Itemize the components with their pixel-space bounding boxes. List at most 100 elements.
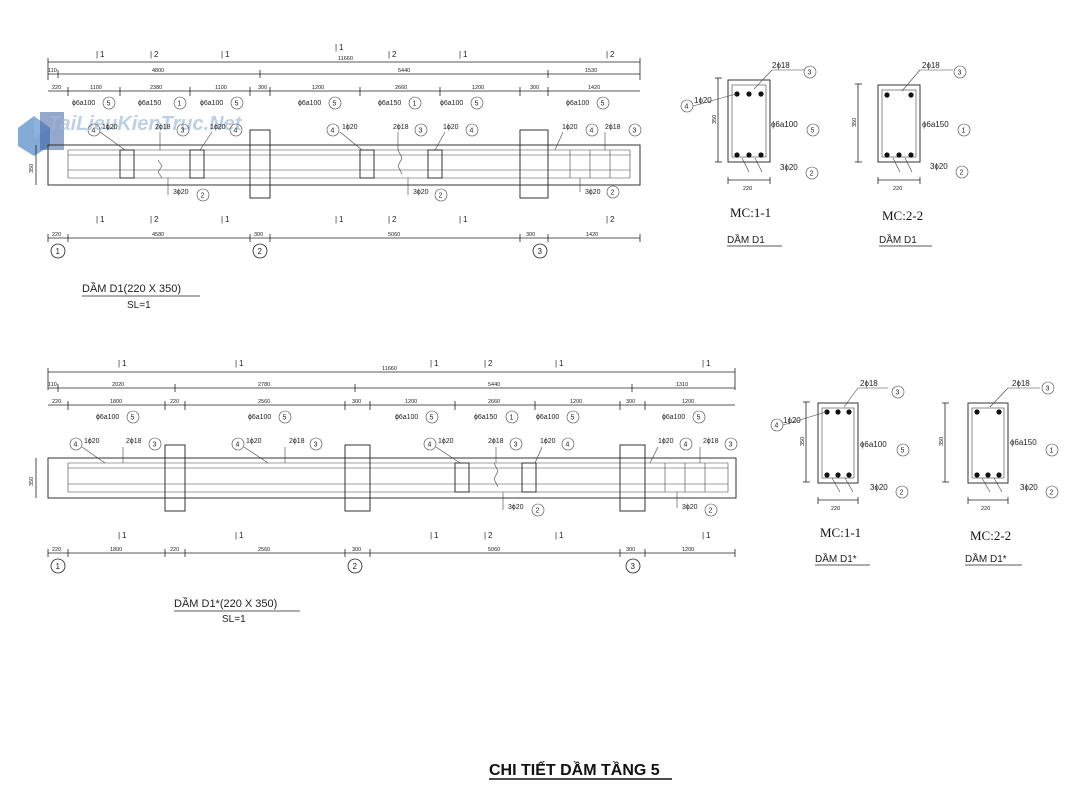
svg-text:3ɸ20: 3ɸ20	[1020, 483, 1038, 492]
svg-text:3: 3	[1046, 386, 1050, 393]
svg-text:11660: 11660	[382, 366, 397, 372]
svg-text:4: 4	[590, 128, 594, 135]
svg-text:1800: 1800	[110, 547, 122, 553]
svg-text:1: 1	[56, 562, 61, 571]
svg-text:2560: 2560	[258, 547, 270, 553]
svg-text:4580: 4580	[152, 232, 164, 238]
svg-text:1: 1	[463, 215, 468, 224]
svg-text:|: |	[221, 215, 223, 224]
svg-text:3: 3	[181, 128, 185, 135]
svg-text:300: 300	[526, 232, 535, 238]
svg-text:1ɸ20: 1ɸ20	[783, 416, 801, 425]
svg-text:|: |	[388, 215, 390, 224]
section-beam-name: DẦM D1	[727, 233, 765, 246]
svg-text:300: 300	[258, 85, 267, 91]
svg-text:2ɸ18: 2ɸ18	[772, 61, 790, 70]
svg-text:4: 4	[234, 128, 238, 135]
section-d1s-1-1: 350 2ɸ18 3 4 1ɸ20 ɸ6a100 5 3ɸ20 2 220 MC…	[770, 379, 910, 566]
svg-text:|: |	[459, 50, 461, 59]
svg-text:|: |	[555, 531, 557, 540]
svg-text:110: 110	[48, 382, 57, 388]
svg-text:1200: 1200	[682, 399, 694, 405]
svg-text:1ɸ20: 1ɸ20	[102, 124, 118, 131]
svg-text:3: 3	[631, 562, 636, 571]
svg-text:3ɸ20: 3ɸ20	[585, 189, 601, 196]
svg-text:|: |	[150, 50, 152, 59]
svg-text:2: 2	[201, 193, 205, 200]
svg-text:5: 5	[430, 415, 434, 422]
svg-text:3: 3	[633, 128, 637, 135]
svg-text:4: 4	[428, 442, 432, 449]
svg-text:|: |	[335, 43, 337, 52]
svg-text:2ɸ18: 2ɸ18	[126, 438, 142, 445]
svg-text:4: 4	[74, 442, 78, 449]
svg-text:2: 2	[488, 531, 493, 540]
svg-text:3: 3	[958, 70, 962, 77]
svg-text:350: 350	[939, 437, 945, 446]
svg-text:|: |	[388, 50, 390, 59]
svg-text:1ɸ20: 1ɸ20	[246, 438, 262, 445]
svg-text:110: 110	[48, 68, 57, 74]
overall-dim: 11660	[338, 56, 353, 62]
svg-text:ɸ6a100: ɸ6a100	[200, 100, 223, 107]
svg-text:1100: 1100	[90, 85, 102, 91]
section-title: MC:2-2	[970, 528, 1011, 543]
svg-text:2780: 2780	[258, 382, 270, 388]
svg-text:2: 2	[900, 490, 904, 497]
watermark-text: TaiLieuKienTruc.Net	[48, 113, 243, 135]
svg-text:1200: 1200	[472, 85, 484, 91]
svg-text:5: 5	[901, 448, 905, 455]
svg-text:5: 5	[131, 415, 135, 422]
svg-text:5060: 5060	[388, 232, 400, 238]
svg-text:220: 220	[52, 547, 61, 553]
section-d1-1-1: 350 2ɸ18 3 4 1ɸ20 ɸ6a100 5 3ɸ20 2 220 MC…	[680, 61, 820, 247]
svg-text:220: 220	[170, 399, 179, 405]
svg-text:1: 1	[434, 359, 439, 368]
svg-text:ɸ6a100: ɸ6a100	[771, 120, 798, 129]
svg-text:5: 5	[107, 101, 111, 108]
svg-text:2: 2	[154, 50, 159, 59]
svg-text:2ɸ18: 2ɸ18	[922, 61, 940, 70]
svg-text:1ɸ20: 1ɸ20	[540, 438, 556, 445]
svg-text:1310: 1310	[676, 382, 688, 388]
svg-text:350: 350	[852, 118, 858, 127]
svg-text:3: 3	[419, 128, 423, 135]
svg-text:5: 5	[697, 415, 701, 422]
watermark-logo: TaiLieuKienTruc.Net	[18, 112, 243, 156]
svg-text:|: |	[606, 50, 608, 59]
svg-text:1200: 1200	[405, 399, 417, 405]
section-title: MC:1-1	[730, 205, 771, 220]
svg-text:300: 300	[626, 399, 635, 405]
svg-text:3: 3	[314, 442, 318, 449]
svg-text:5440: 5440	[488, 382, 500, 388]
svg-text:2: 2	[392, 50, 397, 59]
svg-text:ɸ6a100: ɸ6a100	[72, 100, 95, 107]
svg-text:1420: 1420	[586, 232, 598, 238]
svg-text:5: 5	[475, 101, 479, 108]
svg-text:220: 220	[743, 186, 752, 192]
svg-text:|: |	[459, 215, 461, 224]
svg-text:1: 1	[559, 531, 564, 540]
svg-text:1: 1	[100, 50, 105, 59]
svg-text:|: |	[335, 215, 337, 224]
beam-d1-qty: SL=1	[127, 300, 151, 311]
svg-text:350: 350	[800, 437, 806, 446]
svg-text:300: 300	[352, 547, 361, 553]
svg-text:1: 1	[339, 215, 344, 224]
svg-text:300: 300	[352, 399, 361, 405]
svg-text:5060: 5060	[488, 547, 500, 553]
section-title: MC:1-1	[820, 525, 861, 540]
svg-text:|: |	[484, 359, 486, 368]
svg-text:2: 2	[709, 508, 713, 515]
svg-text:4: 4	[685, 104, 689, 111]
svg-text:2: 2	[611, 190, 615, 197]
svg-text:220: 220	[170, 547, 179, 553]
svg-text:2ɸ18: 2ɸ18	[488, 438, 504, 445]
svg-text:2: 2	[353, 562, 358, 571]
section-title: MC:2-2	[882, 208, 923, 223]
svg-text:|: |	[606, 215, 608, 224]
svg-text:ɸ6a100: ɸ6a100	[248, 414, 271, 421]
svg-text:2560: 2560	[258, 399, 270, 405]
svg-text:ɸ6a100: ɸ6a100	[395, 414, 418, 421]
